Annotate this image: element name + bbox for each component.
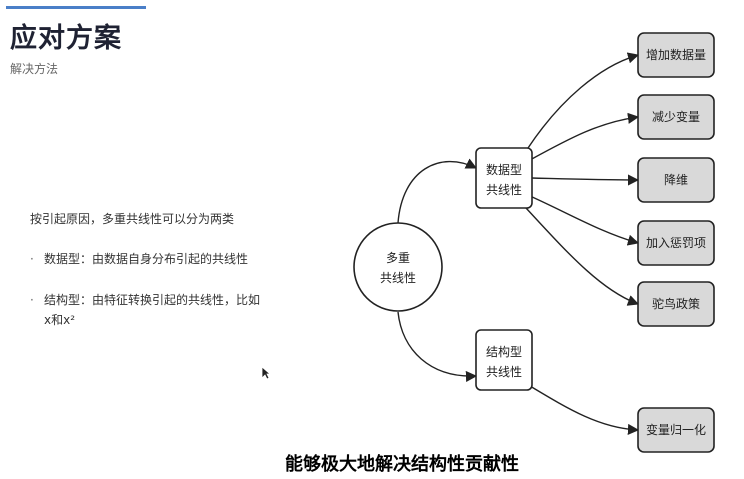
leaf-label: 驼鸟政策 bbox=[652, 296, 700, 311]
edge-to-dim-reduction bbox=[531, 174, 640, 186]
bullet-structure-type: · 结构型：由特征转换引起的共线性，比如 x和x² bbox=[30, 290, 310, 330]
edge-to-ostrich bbox=[525, 207, 640, 306]
leaf-label: 降维 bbox=[664, 173, 688, 187]
data-type-label-line2: 共线性 bbox=[486, 183, 522, 197]
leaf-label: 减少变量 bbox=[652, 109, 700, 124]
bullet-dot: · bbox=[30, 293, 34, 307]
leaf-normalization: 变量归一化 bbox=[637, 407, 715, 453]
struct-type-label-line1: 结构型 bbox=[486, 344, 522, 359]
slide-title: 应对方案 bbox=[10, 23, 122, 54]
struct-type-node: 结构型 共线性 bbox=[475, 329, 533, 391]
edge-to-add-data bbox=[527, 52, 640, 149]
mouse-cursor-icon bbox=[261, 366, 271, 380]
root-node: 多重 共线性 bbox=[353, 222, 443, 312]
intro-text: 按引起原因，多重共线性可以分为两类 bbox=[30, 212, 235, 226]
struct-type-label-line2: 共线性 bbox=[486, 365, 522, 379]
edge-to-reduce-vars bbox=[529, 112, 640, 161]
root-label-line1: 多重 bbox=[386, 251, 410, 265]
bullet-data-type: · 数据型：由数据自身分布引起的共线性 bbox=[30, 249, 248, 269]
leaf-add-data: 增加数据量 bbox=[637, 32, 715, 78]
leaf-dim-reduction: 降维 bbox=[637, 157, 715, 203]
bullet-continuation: x和x² bbox=[44, 313, 76, 327]
leaf-label: 增加数据量 bbox=[646, 47, 706, 62]
leaf-penalty: 加入惩罚项 bbox=[637, 220, 715, 266]
bullet-dot: · bbox=[30, 252, 34, 266]
leaf-label: 加入惩罚项 bbox=[646, 236, 706, 250]
edge-root-to-struct-type bbox=[397, 311, 478, 383]
bullet-text: 结构型：由特征转换引起的共线性，比如 bbox=[44, 293, 261, 307]
edge-to-penalty bbox=[529, 195, 640, 246]
bullet-text: 数据型：由数据自身分布引起的共线性 bbox=[44, 252, 249, 266]
slide-subtitle: 解决方法 bbox=[10, 62, 59, 76]
video-subtitle-caption: 能够极大地解决结构性贡献性 bbox=[285, 454, 519, 475]
root-label-line2: 共线性 bbox=[380, 271, 416, 285]
leaf-ostrich: 驼鸟政策 bbox=[637, 281, 715, 327]
title-accent-bar bbox=[6, 6, 146, 9]
edge-root-to-data-type bbox=[397, 158, 478, 224]
edge-to-normalization bbox=[529, 385, 640, 436]
leaf-label: 变量归一化 bbox=[646, 422, 706, 437]
leaf-reduce-vars: 减少变量 bbox=[637, 94, 715, 140]
data-type-label-line1: 数据型 bbox=[486, 162, 522, 177]
data-type-node: 数据型 共线性 bbox=[475, 147, 533, 209]
